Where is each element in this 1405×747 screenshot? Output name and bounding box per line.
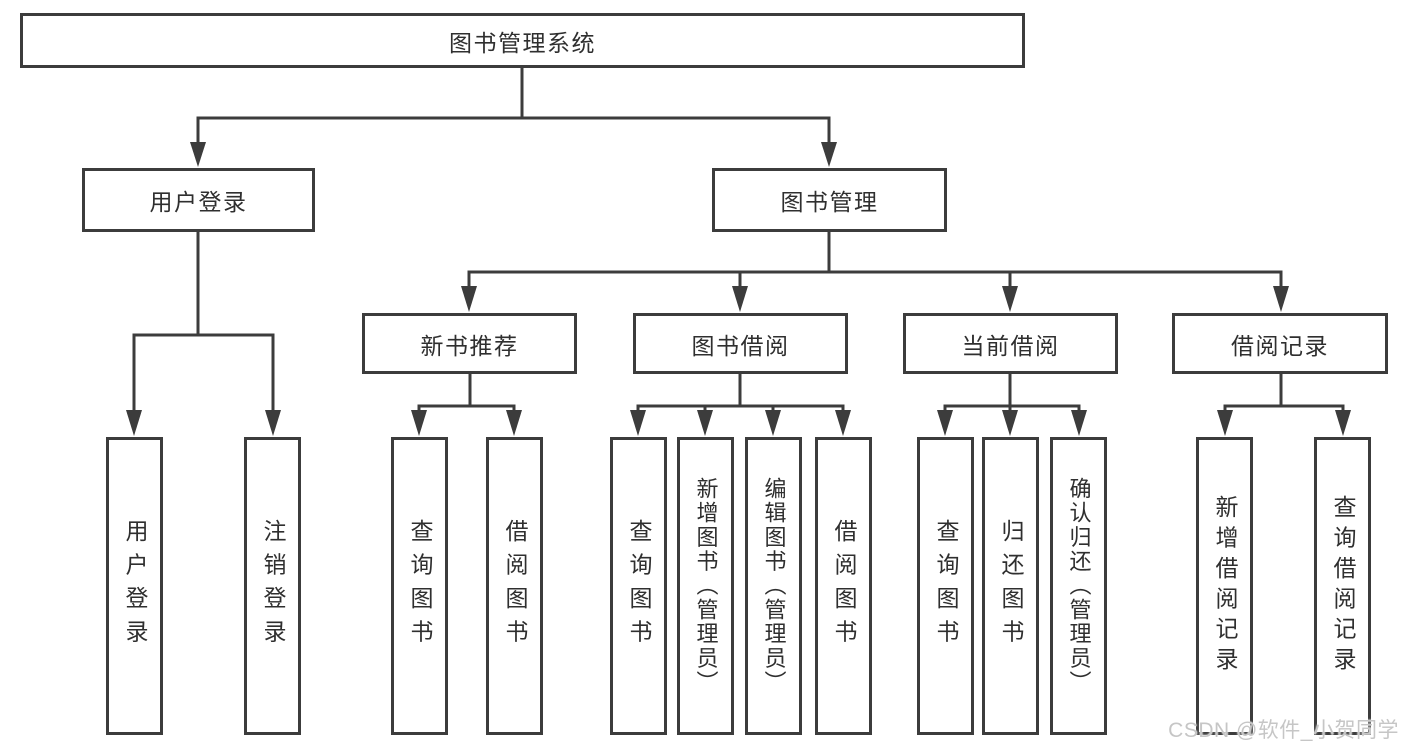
node-label: 图书借阅 — [691, 332, 790, 359]
connector-newbookrec-to-children — [411, 374, 522, 436]
node-add-borrow-record: 新增借阅记录 — [1196, 437, 1253, 735]
node-label: 借阅图书 — [502, 519, 528, 653]
node-current-borrowing: 当前借阅 — [903, 313, 1118, 374]
node-label: 用户登录 — [122, 519, 148, 653]
node-user-login-leaf: 用户登录 — [106, 437, 163, 735]
node-label: 用户登录 — [149, 189, 248, 215]
node-label: 新增图书（管理员） — [693, 477, 719, 695]
node-borrow-books: 借阅图书 — [815, 437, 872, 735]
node-book-borrowing: 图书借阅 — [633, 313, 848, 374]
node-query-books: 查询图书 — [391, 437, 448, 735]
node-edit-books-admin: 编辑图书（管理员） — [745, 437, 802, 735]
node-confirm-return-admin: 确认归还（管理员） — [1050, 437, 1107, 735]
node-label: 注销登录 — [260, 519, 286, 653]
node-add-books-admin: 新增图书（管理员） — [677, 437, 734, 735]
node-label: 新增借阅记录 — [1212, 494, 1238, 678]
node-label: 图书管理系统 — [449, 29, 596, 56]
csdn-watermark: CSDN @软件_小贺同学 — [1168, 719, 1399, 742]
node-label: 查询图书 — [933, 519, 959, 653]
node-user-login: 用户登录 — [82, 168, 315, 232]
node-label: 编辑图书（管理员） — [761, 477, 787, 695]
node-label: 查询借阅记录 — [1330, 494, 1356, 678]
connector-root-to-level2 — [190, 68, 837, 167]
connector-currentborrow-to-children — [937, 374, 1087, 436]
node-label: 新书推荐 — [420, 332, 519, 359]
node-book-management: 图书管理 — [712, 168, 947, 232]
node-label: 借阅图书 — [831, 519, 857, 653]
connector-userlogin-to-children — [126, 232, 281, 436]
node-label: 确认归还（管理员） — [1066, 477, 1092, 695]
node-query-books: 查询图书 — [917, 437, 974, 735]
connector-borrowrecords-to-children — [1217, 374, 1351, 436]
node-query-borrow-record: 查询借阅记录 — [1314, 437, 1371, 735]
node-borrow-books: 借阅图书 — [486, 437, 543, 735]
node-query-books: 查询图书 — [610, 437, 667, 735]
connector-bookmgmt-to-level3 — [461, 232, 1289, 312]
node-borrowing-records: 借阅记录 — [1172, 313, 1388, 374]
node-return-books: 归还图书 — [982, 437, 1039, 735]
node-label: 查询图书 — [626, 519, 652, 653]
node-label: 图书管理 — [780, 189, 879, 215]
connector-bookborrow-to-children — [630, 374, 851, 436]
node-new-book-recommendation: 新书推荐 — [362, 313, 577, 374]
node-label: 归还图书 — [998, 519, 1024, 653]
node-logout: 注销登录 — [244, 437, 301, 735]
node-label: 当前借阅 — [961, 332, 1060, 359]
node-label: 借阅记录 — [1231, 332, 1329, 359]
node-library-management-system: 图书管理系统 — [20, 13, 1025, 68]
node-label: 查询图书 — [407, 519, 433, 653]
